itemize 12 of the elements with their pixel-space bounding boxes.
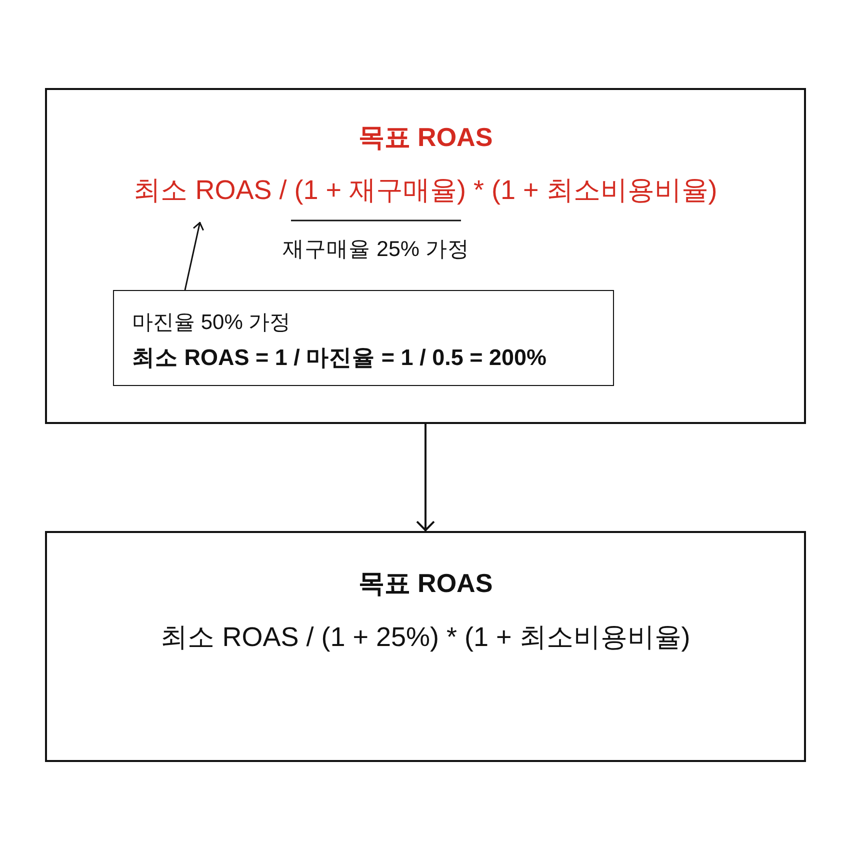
process-box (45, 531, 806, 762)
box-title: 목표 ROAS (358, 567, 493, 600)
assumption-text: 마진율 50% 가정 (132, 310, 291, 336)
box-title: 목표 ROAS (358, 121, 493, 154)
formula-text: 최소 ROAS / (1 + 25%) * (1 + 최소비용비율) (160, 620, 690, 654)
leader-arrow (184, 222, 204, 290)
note-box (113, 290, 614, 386)
arrow (416, 424, 435, 532)
process-box (45, 88, 806, 424)
note-text: 재구매율 25% 가정 (282, 236, 470, 263)
formula-text: 최소 ROAS = 1 / 마진율 = 1 / 0.5 = 200% (132, 344, 547, 372)
formula-text: 최소 ROAS / (1 + 재구매율) * (1 + 최소비용비율) (134, 174, 718, 207)
